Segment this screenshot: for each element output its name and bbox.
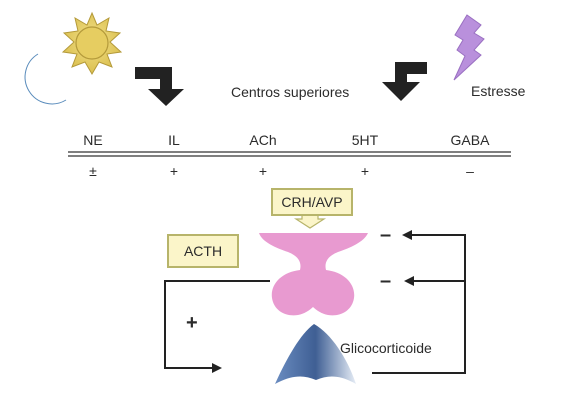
acth-path-arrowhead [212, 363, 222, 373]
moon-icon [24, 53, 67, 105]
acth-path-line [164, 280, 270, 369]
nt-effect-gaba: – [466, 163, 474, 179]
arrow-down-right-icon [135, 67, 184, 106]
nt-label-ne: NE [83, 132, 103, 148]
nt-label-5ht: 5HT [351, 132, 379, 148]
acth-plus-sign: + [186, 312, 198, 334]
nt-effect-il: + [169, 163, 179, 179]
arrow-down-left-icon [382, 62, 427, 101]
feedback-arrowhead-top [402, 230, 412, 240]
feedback-line [372, 234, 466, 374]
pituitary-gland [259, 233, 368, 316]
acth-box: ACTH [167, 234, 239, 268]
sun-icon [61, 11, 123, 75]
adrenal-gland [275, 324, 356, 384]
centros-superiores-label: Centros superiores [231, 84, 350, 100]
crh-arrow-icon [293, 213, 327, 229]
nt-effect-5ht: + [360, 163, 370, 179]
feedback-arrowhead-bottom [404, 276, 414, 286]
nt-label-gaba: GABA [450, 132, 490, 148]
feedback-minus-sign-top: – [380, 224, 392, 246]
nt-label-ach: ACh [249, 132, 277, 148]
lightning-icon [453, 14, 485, 81]
stress-label: Estresse [471, 83, 526, 99]
crh-avp-box: CRH/AVP [271, 188, 353, 216]
glucocorticoid-label: Glicocorticoide [340, 340, 432, 356]
nt-label-il: IL [168, 132, 180, 148]
nt-effect-ach: + [258, 163, 268, 179]
nt-effect-ne: ± [89, 163, 97, 179]
feedback-minus-sign-bottom: – [380, 270, 392, 292]
